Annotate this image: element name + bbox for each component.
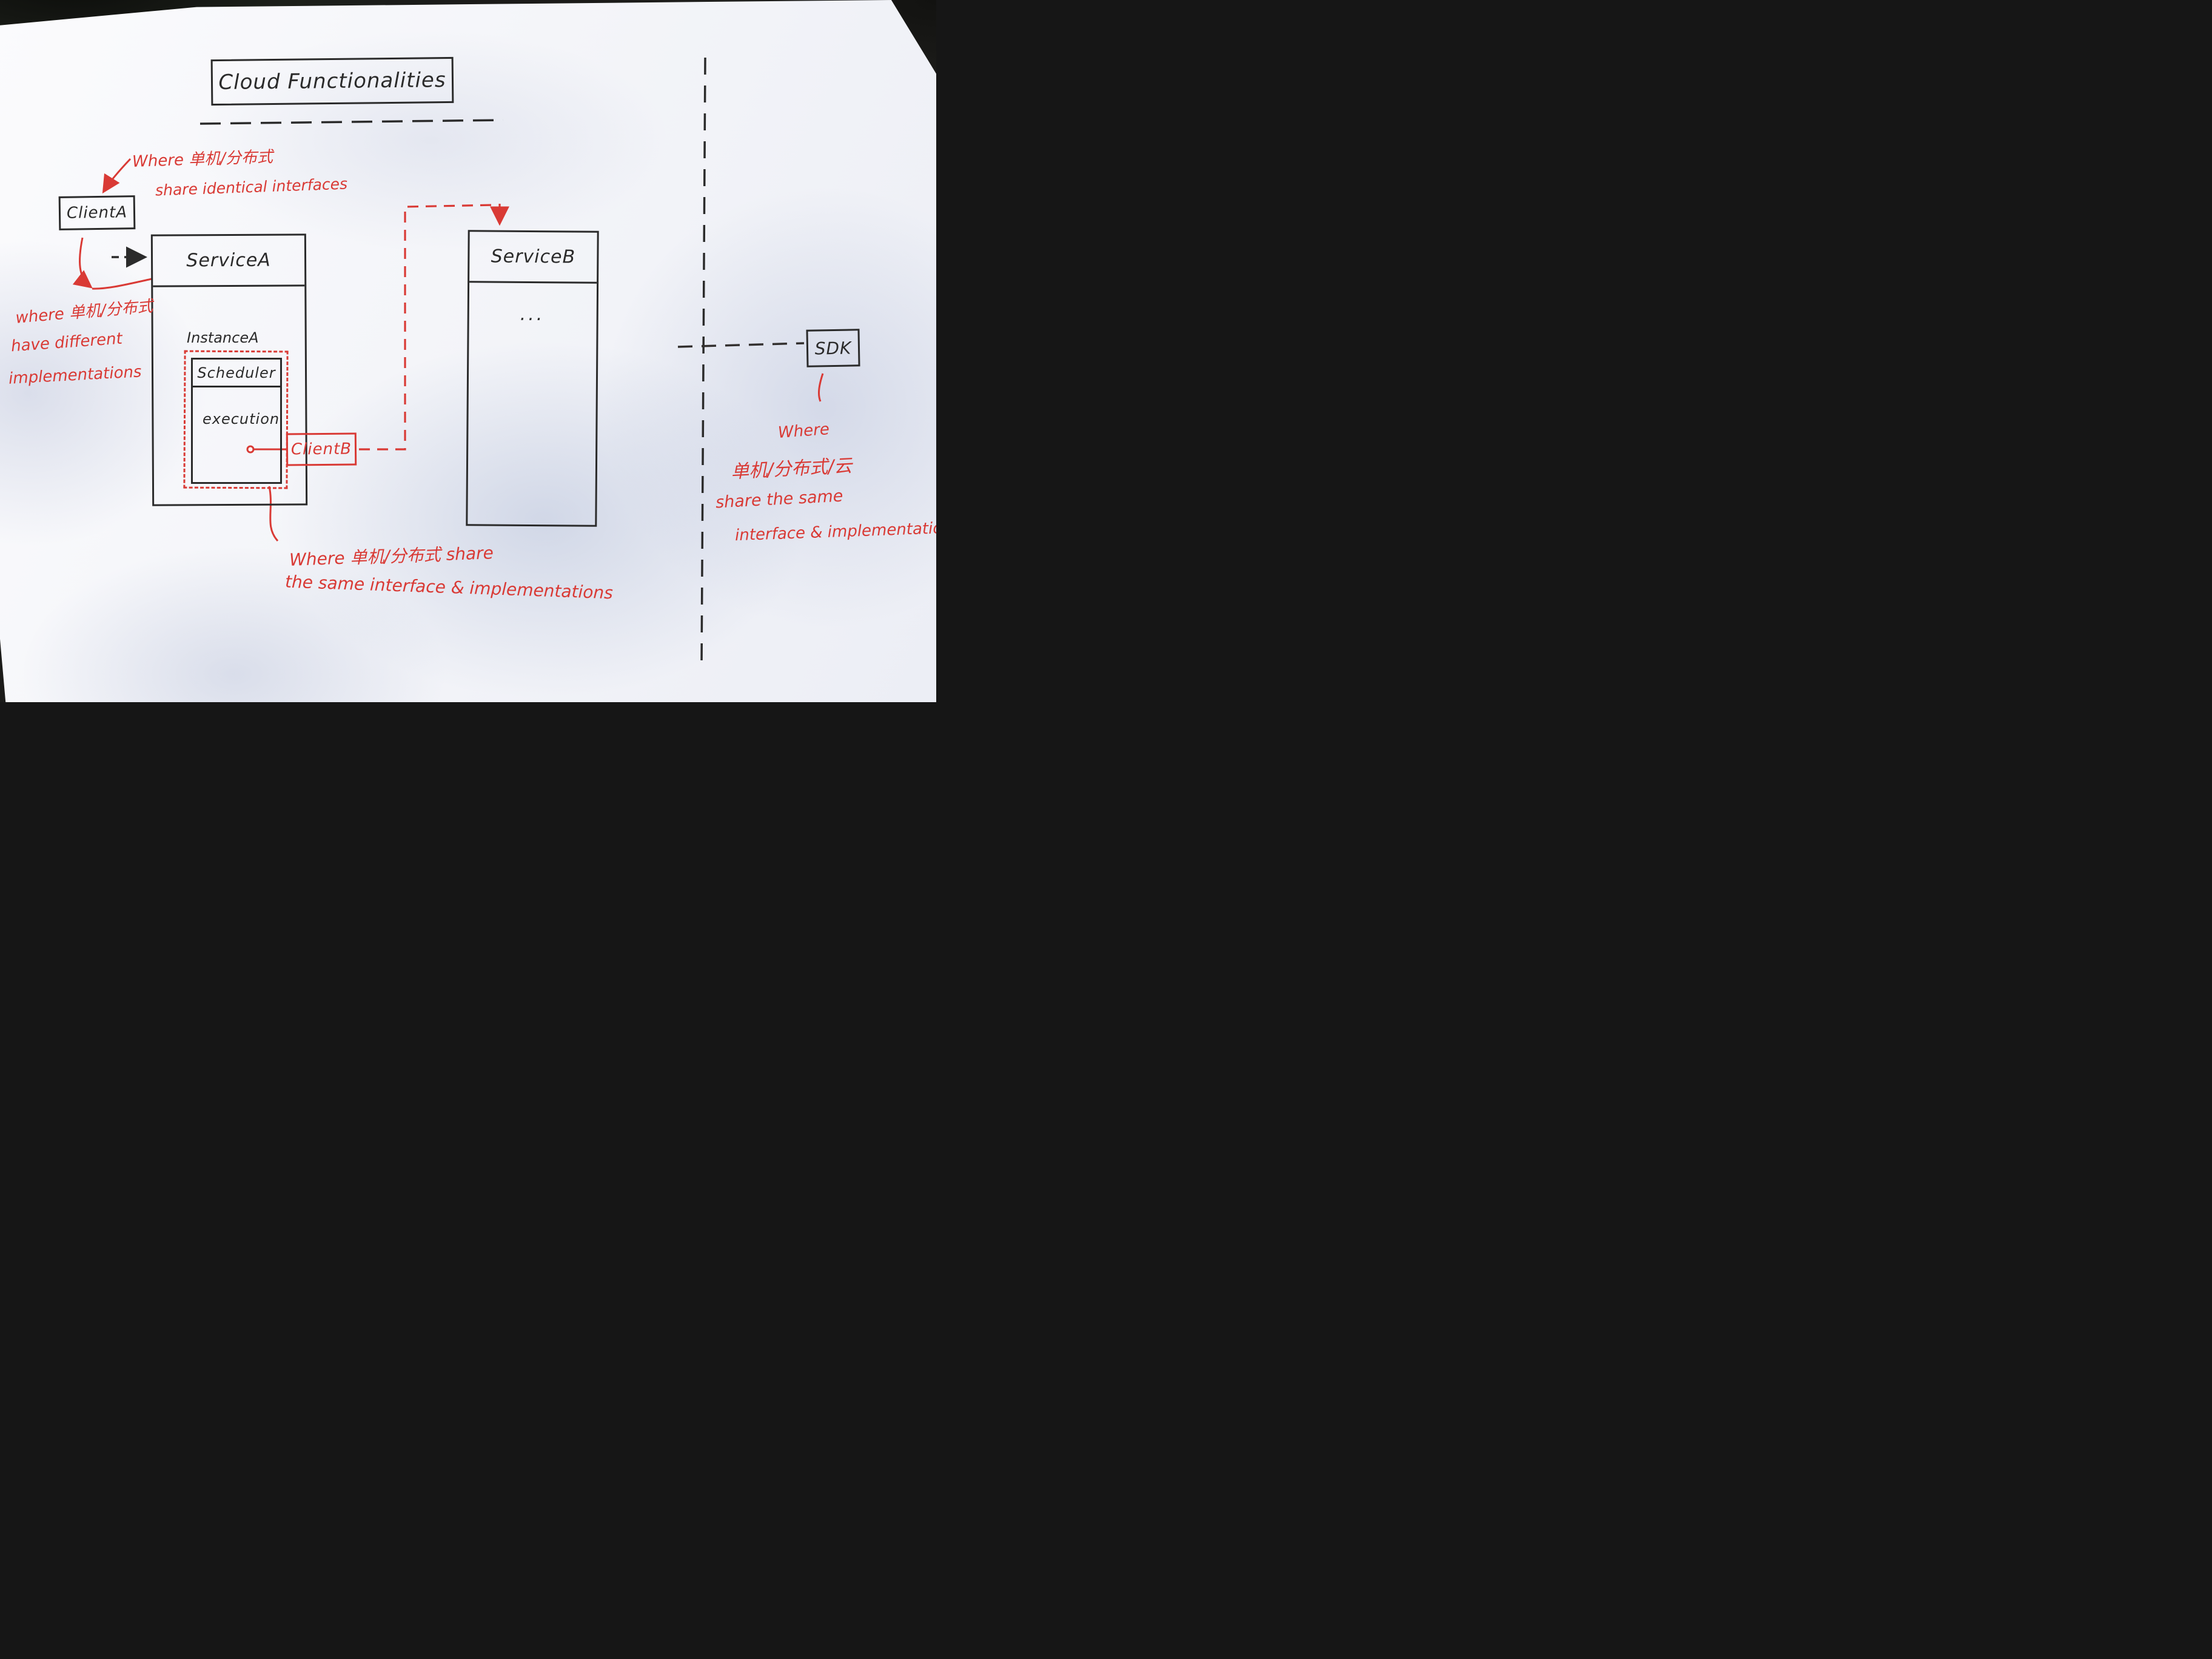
client-a-label: ClientA — [66, 203, 128, 223]
scheduler-header: Scheduler — [193, 360, 280, 387]
photo-of-hand-drawn-diagram: Cloud Functionalities Where 单机/分布式 share… — [0, 0, 936, 702]
service-b-ellipsis: ... — [520, 303, 545, 326]
service-b-label: ServiceB — [491, 246, 576, 268]
scheduler-box: Scheduler execution — [191, 358, 282, 484]
sdk-box: SDK — [806, 329, 860, 367]
scheduler-label: Scheduler — [197, 364, 276, 381]
execution-label: execution — [203, 411, 280, 427]
service-b-box: ServiceB ... — [466, 230, 599, 527]
diagram-title: Cloud Functionalities — [218, 68, 446, 95]
sdk-label: SDK — [814, 337, 852, 359]
instance-a-label: InstanceA — [187, 329, 259, 346]
service-a-label: ServiceA — [186, 249, 271, 272]
client-b-box: ClientB — [286, 432, 357, 466]
client-a-box: ClientA — [58, 195, 136, 230]
client-b-label: ClientB — [290, 440, 352, 459]
annotation-right-line1: Where — [777, 420, 830, 442]
service-a-header: ServiceA — [152, 235, 305, 287]
title-box: Cloud Functionalities — [210, 56, 454, 106]
service-b-header: ServiceB — [469, 232, 597, 284]
